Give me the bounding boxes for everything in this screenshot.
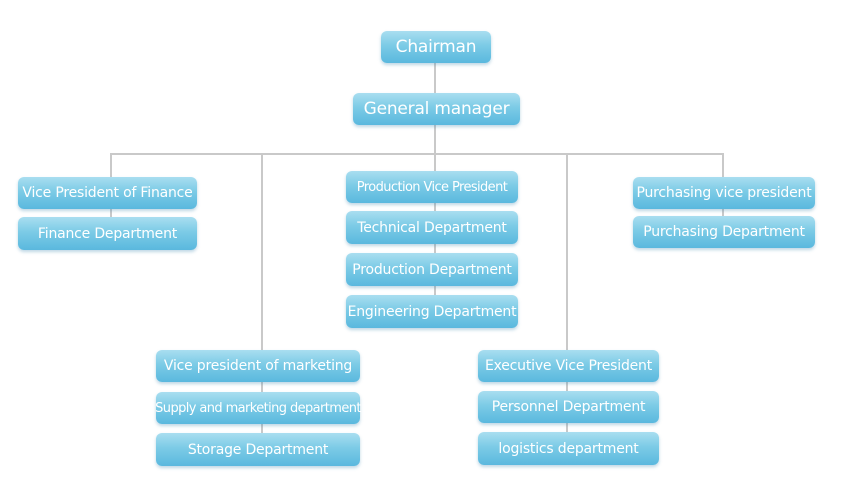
connector-line [110, 153, 724, 155]
connector-line [722, 209, 724, 216]
connector-line [261, 424, 263, 434]
chairman-node: Chairman [381, 31, 491, 63]
connector-line [566, 423, 568, 433]
connector-line [261, 153, 263, 350]
vp-marketing-node: Vice president of marketing [156, 350, 360, 382]
supply-marketing-department-node: Supply and marketing department [155, 392, 361, 424]
general-manager-node: General manager [353, 93, 520, 125]
connector-line [110, 209, 112, 217]
engineering-department-node: Engineering Department [346, 295, 518, 328]
logistics-department-node: logistics department [478, 432, 659, 465]
personnel-department-node: Personnel Department [478, 391, 659, 423]
connector-line [722, 153, 724, 177]
connector-line [434, 62, 436, 93]
connector-line [110, 153, 112, 177]
connector-line [434, 203, 436, 211]
connector-line [566, 153, 568, 351]
connector-line [434, 125, 436, 153]
finance-department-node: Finance Department [18, 217, 197, 250]
production-department-node: Production Department [346, 253, 518, 286]
connector-line [434, 244, 436, 253]
connector-line [261, 381, 263, 393]
technical-department-node: Technical Department [346, 211, 518, 244]
vp-finance-node: Vice President of Finance [18, 177, 197, 209]
connector-line [434, 153, 436, 171]
connector-line [566, 382, 568, 392]
production-vp-node: Production Vice President [346, 171, 518, 203]
storage-department-node: Storage Department [156, 433, 360, 466]
purchasing-department-node: Purchasing Department [633, 216, 815, 248]
purchasing-vp-node: Purchasing vice president [633, 177, 815, 209]
executive-vp-node: Executive Vice President [478, 350, 659, 382]
connector-line [434, 286, 436, 295]
